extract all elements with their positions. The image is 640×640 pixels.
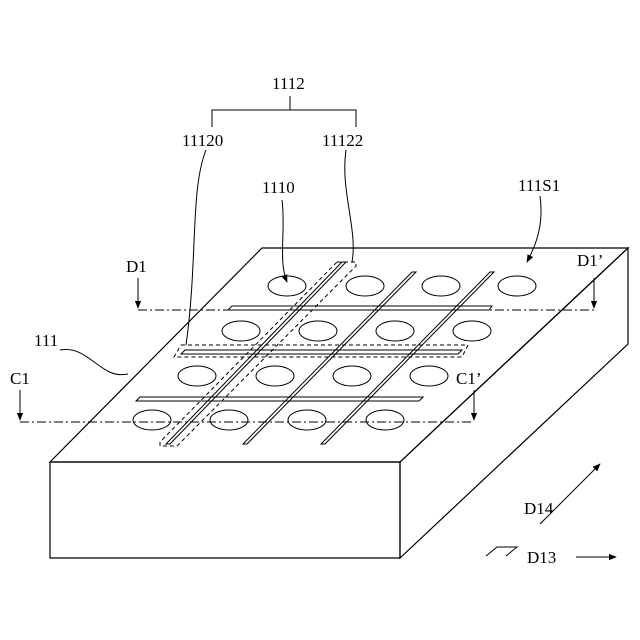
leader-substrate: [60, 350, 128, 375]
hole: [133, 410, 171, 430]
label-direction-b: D13: [527, 548, 556, 567]
label-member-b: 11122: [322, 131, 363, 150]
bracket-line: [212, 110, 356, 127]
label-section-d-end: D1’: [577, 251, 603, 270]
hole: [453, 321, 491, 341]
diagonal-slots: [166, 262, 494, 444]
hole-array: [133, 276, 536, 430]
slot-horizontal: [228, 306, 492, 310]
label-section-d-start: D1: [126, 257, 147, 276]
hole: [178, 366, 216, 386]
label-hole: 1110: [262, 178, 295, 197]
label-section-c-start: C1: [10, 369, 30, 388]
hole: [210, 410, 248, 430]
block-front-face: [50, 462, 400, 558]
label-top-surface: 111S1: [518, 176, 560, 195]
slot-diagonal: [243, 272, 416, 444]
hole: [410, 366, 448, 386]
hole: [346, 276, 384, 296]
label-direction-a: D14: [524, 499, 554, 518]
label-substrate: 111: [34, 331, 58, 350]
group-bracket: [212, 96, 356, 127]
hole: [299, 321, 337, 341]
hole: [333, 366, 371, 386]
hole: [366, 410, 404, 430]
slot-diagonal: [166, 262, 346, 444]
hole: [422, 276, 460, 296]
leader-hole: [282, 200, 287, 282]
hole: [376, 321, 414, 341]
leader-member-b: [345, 150, 353, 262]
slot-diagonal: [321, 272, 494, 444]
figure-labels: 1112 11120 11122 1110 111S1 111 D1 D1’ C…: [10, 74, 603, 567]
slot-horizontal: [136, 397, 423, 401]
hole: [288, 410, 326, 430]
leader-member-a: [186, 150, 206, 345]
label-section-c-end: C1’: [456, 369, 482, 388]
direction-base: [486, 547, 517, 556]
hole: [256, 366, 294, 386]
label-member-a: 11120: [182, 131, 223, 150]
hole: [498, 276, 536, 296]
hole: [222, 321, 260, 341]
member-outline-horizontal: [174, 345, 468, 357]
hole: [268, 276, 306, 296]
slot-horizontal: [181, 350, 462, 354]
leader-top-surface: [527, 196, 541, 262]
label-group: 1112: [272, 74, 305, 93]
